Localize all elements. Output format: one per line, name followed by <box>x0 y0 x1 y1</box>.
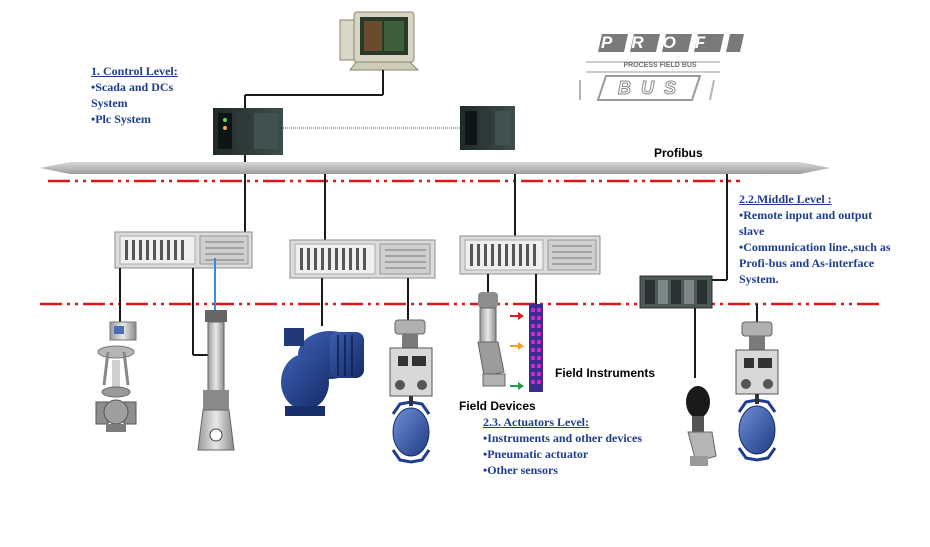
butterfly-valve-2-icon <box>735 321 779 462</box>
logo-bottom-word: BUS <box>617 78 686 99</box>
field-instruments-label: Field Instruments <box>555 366 656 380</box>
actuators-level-item-2: •Pneumatic actuator <box>483 447 589 461</box>
plc-module-left-icon <box>213 108 460 162</box>
io-rack-1-icon <box>114 231 253 269</box>
middle-level-item-1: •Remote input and output <box>739 208 873 222</box>
middle-level-title: 2.2.Middle Level : <box>739 192 832 206</box>
actuators-level-block: 2.3. Actuators Level: •Instruments and o… <box>483 414 683 478</box>
actuators-level-title: 2.3. Actuators Level: <box>483 415 589 429</box>
logo-tagline: PROCESS FIELD BUS <box>623 62 697 69</box>
control-level-block: 1. Control Level: •Scada and DCs System … <box>91 63 221 127</box>
control-level-title: 1. Control Level: <box>91 64 178 78</box>
control-level-item-3: •Plc System <box>91 112 151 126</box>
middle-level-item-4: Profi-bus and As-interface <box>739 256 875 270</box>
motor-pump-icon <box>281 328 364 416</box>
level-sensor-icon <box>197 310 235 451</box>
io-rack-3-icon <box>459 235 601 275</box>
io-rack-2-icon <box>289 239 436 279</box>
middle-level-item-5: System. <box>739 272 779 286</box>
control-level-item-2: System <box>91 96 128 110</box>
field-drop-lines <box>119 268 758 378</box>
bar-indicator-icon <box>510 304 543 392</box>
remote-io-module-icon <box>639 275 713 309</box>
logo-top-word: PROFI <box>601 33 748 52</box>
pneumatic-valve-icon <box>686 386 717 466</box>
actuators-level-item-3: •Other sensors <box>483 463 558 477</box>
profibus-bar <box>40 162 830 174</box>
middle-level-item-2: slave <box>739 224 765 238</box>
middle-level-block: 2.2.Middle Level : •Remote input and out… <box>739 191 924 287</box>
field-devices-label: Field Devices <box>459 399 536 413</box>
bus-drop-lines <box>244 174 728 281</box>
middle-level-item-3: •Communication line.,such as <box>739 240 891 254</box>
butterfly-valve-1-icon <box>389 319 433 464</box>
plc-module-right-icon <box>460 106 515 150</box>
profibus-logo <box>579 34 744 101</box>
pneumatic-actuator-icon <box>477 292 506 387</box>
actuators-level-item-1: •Instruments and other devices <box>483 431 642 445</box>
workstation-computer-icon <box>244 11 420 108</box>
control-level-item-1: •Scada and DCs <box>91 80 174 94</box>
control-valve-icon <box>95 321 137 432</box>
profibus-label: Profibus <box>654 146 703 160</box>
